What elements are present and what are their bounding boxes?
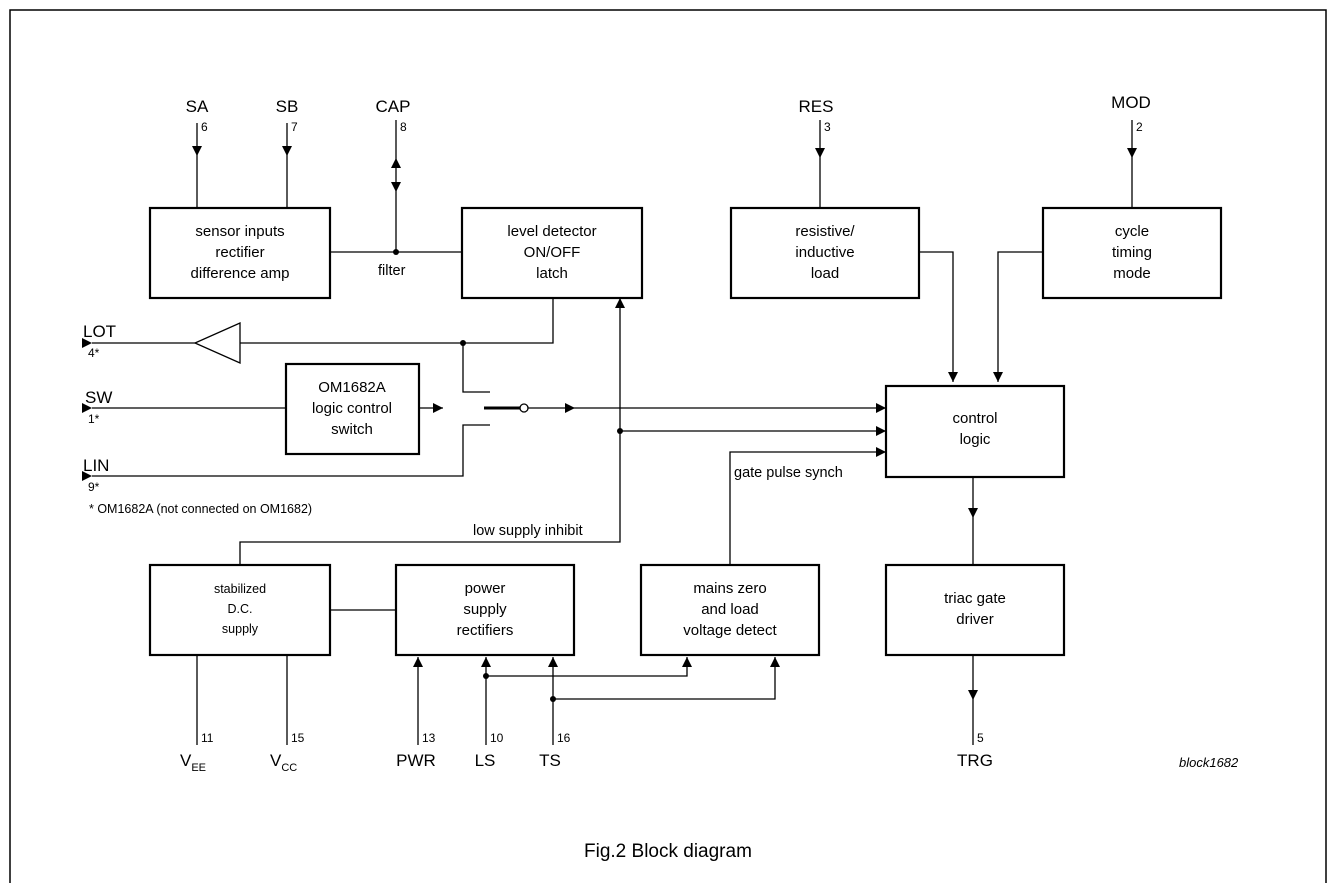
pin-ts-number: 16 — [557, 731, 571, 745]
pin-vee-label: VEE — [180, 751, 206, 774]
pin-vcc-label: VCC — [270, 751, 297, 774]
pin-sb-number: 7 — [291, 120, 298, 134]
pin-sa-label: SA — [186, 97, 209, 116]
pin-mod-number: 2 — [1136, 120, 1143, 134]
pin-ls-label: LS — [475, 751, 496, 770]
pin-sb-label: SB — [276, 97, 299, 116]
pin-cap-number: 8 — [400, 120, 407, 134]
pin-lin-number: 9* — [88, 480, 100, 494]
pin-trg-number: 5 — [977, 731, 984, 745]
pin-pwr-number: 13 — [422, 731, 436, 745]
diagram-reference: block1682 — [1179, 755, 1239, 770]
footnote: * OM1682A (not connected on OM1682) — [89, 502, 312, 516]
figure-frame — [9, 9, 1327, 883]
low-supply-inhibit-label: low supply inhibit — [473, 523, 583, 539]
pin-sw-number: 1* — [88, 412, 100, 426]
pin-res-number: 3 — [824, 120, 831, 134]
wires — [82, 120, 1137, 745]
pin-ts-label: TS — [539, 751, 561, 770]
gate-pulse-synch-label: gate pulse synch — [734, 465, 843, 481]
pin-ls-number: 10 — [490, 731, 504, 745]
pin-vee-number: 11 — [201, 731, 214, 745]
pin-mod-label: MOD — [1111, 93, 1151, 112]
pin-lot-number: 4* — [88, 346, 100, 360]
filter-label: filter — [378, 263, 406, 279]
pin-res-label: RES — [799, 97, 834, 116]
pin-vcc-number: 15 — [291, 731, 305, 745]
pin-trg-label: TRG — [957, 751, 993, 770]
pin-cap-label: CAP — [376, 97, 411, 116]
pin-lin-label: LIN — [83, 456, 109, 475]
pin-sw-label: SW — [85, 388, 112, 407]
pin-pwr-label: PWR — [396, 751, 436, 770]
lot-buffer-icon — [193, 321, 241, 365]
pin-lot-label: LOT — [83, 322, 116, 341]
figure-caption: Fig.2 Block diagram — [584, 841, 752, 862]
pin-sa-number: 6 — [201, 120, 208, 134]
